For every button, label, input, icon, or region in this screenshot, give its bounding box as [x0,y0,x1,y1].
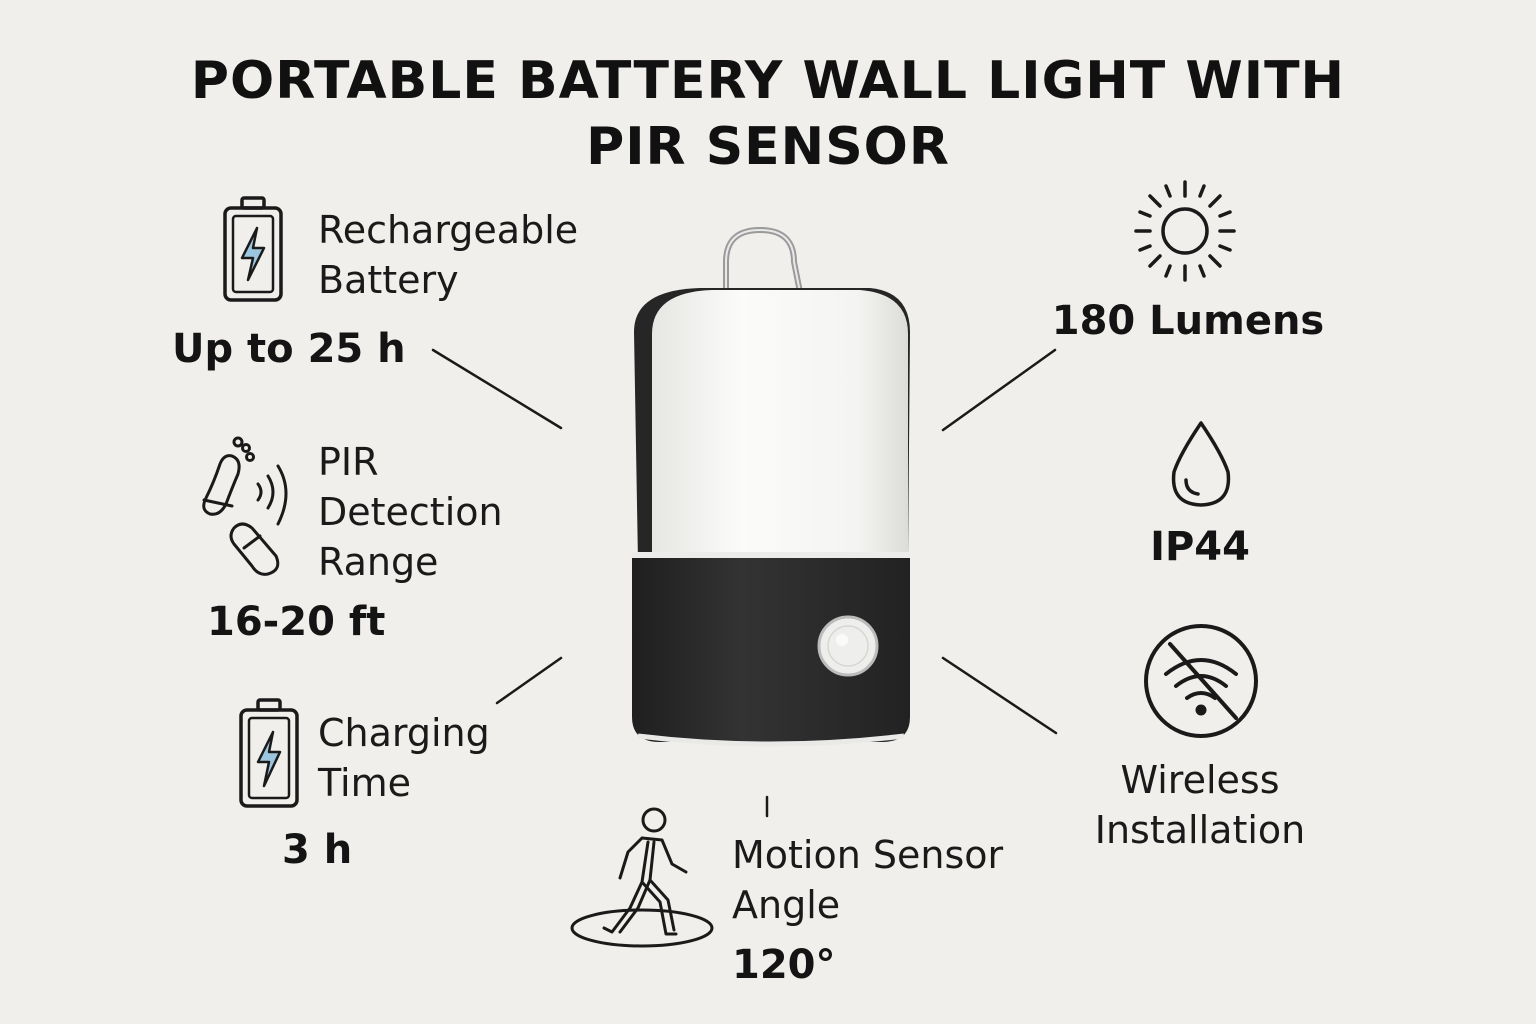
connector-wireless [941,656,1058,735]
battery-label-line-2: Battery [318,258,459,302]
charging-value: 3 h [282,827,353,873]
walking-person-icon [570,807,714,948]
motion-angle-label-line-1: Motion Sensor [732,833,1004,877]
lamp-diffuser [652,290,908,552]
charging-label: Charging Time [318,708,490,808]
motion-angle-label-line-2: Angle [732,883,841,927]
battery-label: Rechargeable Battery [318,205,578,305]
pir-range-label-line-1: PIR [318,440,379,484]
connector-charging [495,656,563,705]
lamp-product-image [632,226,910,747]
title-line-1: PORTABLE BATTERY WALL LIGHT WITH [190,51,1346,111]
pir-range-label: PIR Detection Range [318,437,503,587]
charging-label-line-1: Charging [318,711,490,755]
wireless-label-line-2: Installation [1094,808,1306,852]
brightness-value: 180 Lumens [1051,298,1325,344]
battery-value: Up to 25 h [172,326,406,372]
footprints-motion-icon [202,436,288,576]
lamp-handle [723,226,803,293]
title-line-2: PIR SENSOR [586,117,950,177]
page-title: PORTABLE BATTERY WALL LIGHT WITH PIR SEN… [0,48,1536,180]
pir-range-label-line-2: Detection [318,490,503,534]
charging-label-line-2: Time [318,761,411,805]
pir-range-label-line-3: Range [318,540,439,584]
motion-angle-label: Motion Sensor Angle [732,830,1003,930]
sun-icon [1134,180,1236,282]
lamp-base [632,558,910,742]
motion-angle-value: 120° [732,942,836,988]
water-drop-icon [1171,421,1231,507]
wireless-label-line-1: Wireless [1120,758,1280,802]
waterproof-value: IP44 [1150,524,1250,570]
no-wifi-icon [1144,624,1258,738]
battery-label-line-1: Rechargeable [318,208,579,252]
battery-charging-icon [239,698,299,808]
battery-charging-icon [223,196,283,302]
connector-battery [431,348,563,430]
wireless-label: Wireless Installation [1050,755,1350,855]
pir-range-value: 16-20 ft [207,599,386,645]
connector-brightness [941,348,1057,432]
